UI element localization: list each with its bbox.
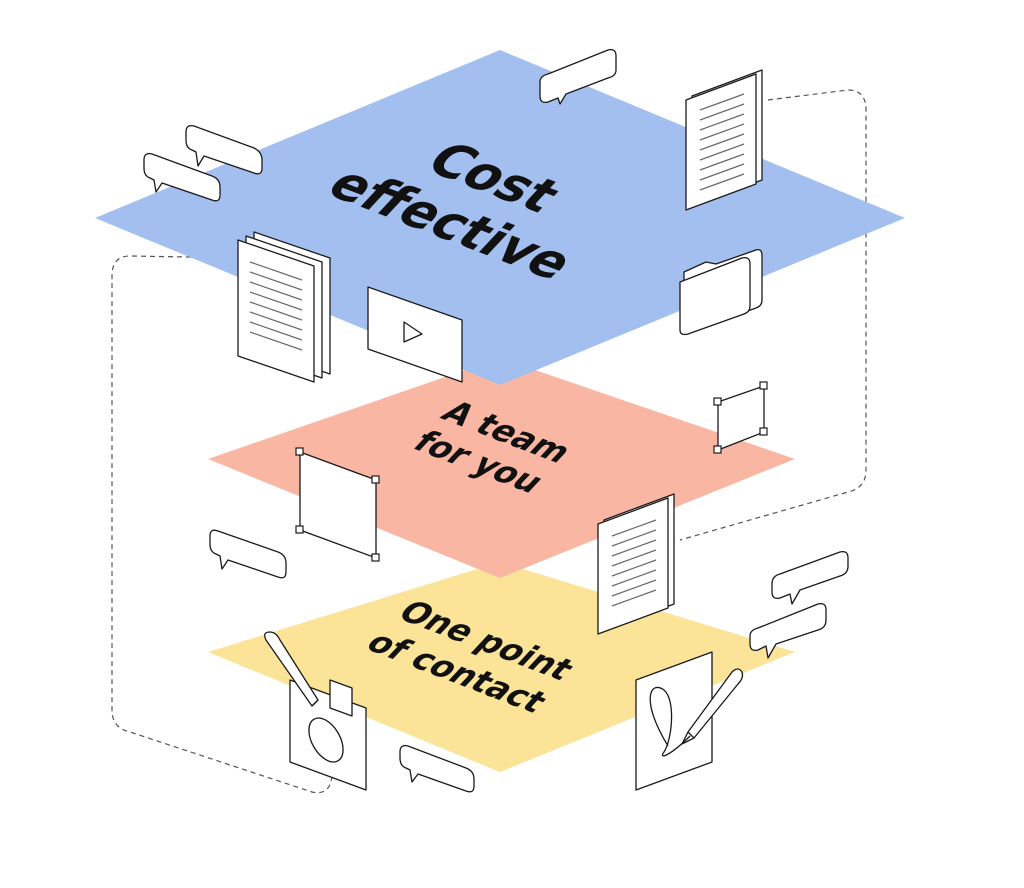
video-play-icon (367, 286, 463, 383)
speech-bubble-icon (185, 124, 263, 175)
speech-bubble-icon (399, 744, 475, 793)
document-icon (597, 493, 675, 635)
speech-bubble-icon (143, 152, 221, 202)
document-icon (685, 69, 763, 211)
drawing-pen-icon (264, 631, 367, 791)
speech-bubble-icon (771, 550, 849, 605)
folder-icon (679, 248, 763, 336)
dashed-connector-left (111, 255, 333, 794)
signature-pen-icon (635, 651, 744, 791)
speech-bubble-icon (209, 529, 287, 579)
selection-frame-icon (295, 447, 380, 562)
layer-middle-plate (208, 358, 795, 578)
dashed-connector-right (679, 89, 867, 541)
speech-bubble-icon (539, 48, 617, 105)
speech-bubble-icon (749, 602, 827, 659)
selection-frame-icon (713, 381, 768, 454)
document-icon (237, 231, 331, 383)
